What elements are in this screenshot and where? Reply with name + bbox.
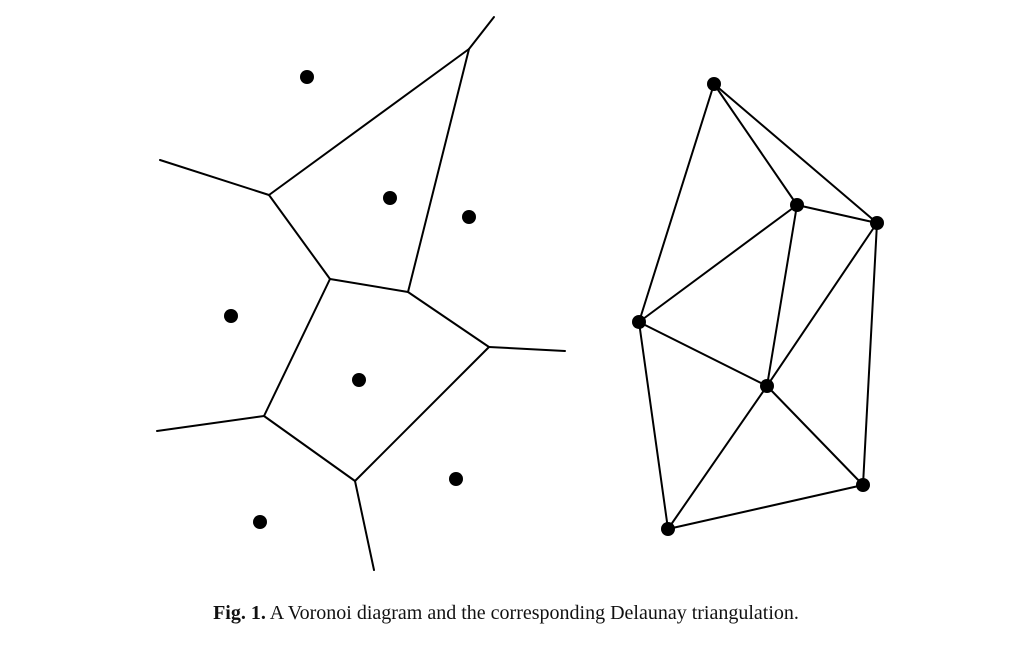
delaunay-edge (713, 83, 878, 224)
delaunay-vertex (870, 216, 884, 230)
voronoi-edge (407, 291, 490, 348)
delaunay-edge (667, 385, 768, 530)
delaunay-edge (796, 204, 878, 224)
voronoi-edge (488, 346, 566, 352)
delaunay-edge (638, 83, 715, 323)
delaunay-edge (638, 321, 768, 387)
voronoi-edge (268, 48, 470, 196)
figure-caption: Fig. 1. A Voronoi diagram and the corres… (0, 602, 1012, 625)
delaunay-vertex (632, 315, 646, 329)
caption-text: A Voronoi diagram and the corresponding … (265, 602, 799, 624)
voronoi-edge (468, 16, 495, 50)
voronoi-edge (268, 194, 331, 280)
voronoi-edge (156, 415, 265, 432)
delaunay-edge (638, 204, 798, 323)
voronoi-edge (354, 346, 490, 482)
delaunay-triangulation (632, 77, 884, 536)
delaunay-edge (667, 484, 864, 530)
voronoi-edge (354, 480, 375, 571)
voronoi-edge (407, 48, 470, 293)
delaunay-vertex (790, 198, 804, 212)
delaunay-vertex (707, 77, 721, 91)
delaunay-edge (766, 222, 878, 387)
voronoi-diagram (156, 16, 566, 571)
voronoi-site (383, 191, 397, 205)
delaunay-edge (766, 204, 798, 387)
voronoi-site (224, 309, 238, 323)
voronoi-site (352, 373, 366, 387)
delaunay-edge (862, 222, 878, 486)
delaunay-vertex (760, 379, 774, 393)
delaunay-vertex (856, 478, 870, 492)
delaunay-edge (766, 385, 864, 486)
voronoi-site (449, 472, 463, 486)
voronoi-site (253, 515, 267, 529)
voronoi-site (300, 70, 314, 84)
voronoi-edge (159, 159, 270, 196)
voronoi-edge (329, 278, 409, 293)
voronoi-site (462, 210, 476, 224)
figure-label: Fig. 1. (213, 602, 266, 624)
delaunay-vertex (661, 522, 675, 536)
delaunay-edge (638, 321, 669, 530)
voronoi-edge (263, 415, 356, 482)
delaunay-edge (713, 83, 798, 206)
voronoi-edge (263, 278, 331, 417)
